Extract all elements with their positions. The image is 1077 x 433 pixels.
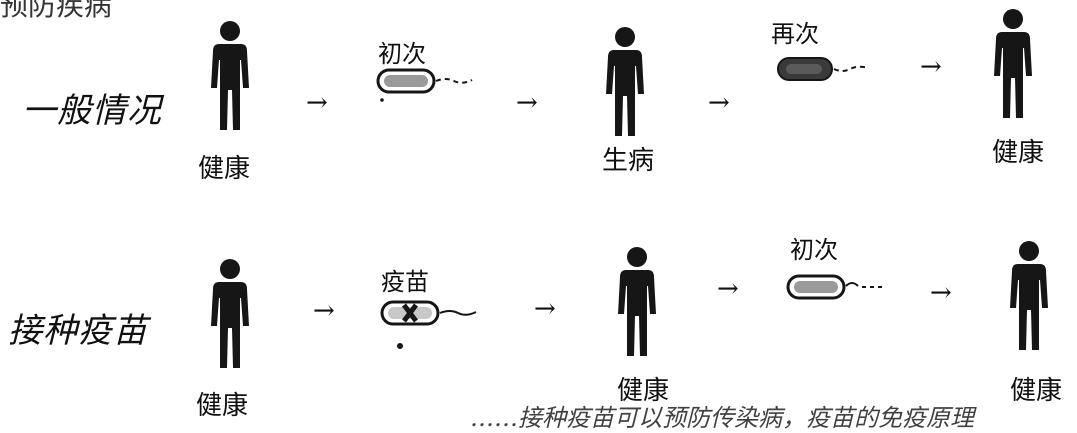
person-caption: 健康 xyxy=(617,376,670,406)
person-caption: 健康 xyxy=(992,138,1045,168)
row-label-general: 一般情况 xyxy=(22,91,162,131)
person-caption: 健康 xyxy=(196,391,249,421)
arrow-icon: → xyxy=(717,274,739,304)
row-label-vaccine: 接种疫苗 xyxy=(8,311,148,351)
person-healthy-icon xyxy=(205,258,255,370)
vaccine-caption: 疫苗 xyxy=(381,268,429,296)
arrow-icon: → xyxy=(920,52,942,82)
bottom-text-fragment: ……接种疫苗可以预防传染病，疫苗的免疫原理 xyxy=(470,404,974,432)
microbe-first-icon xyxy=(786,270,896,310)
microbe-caption: 再次 xyxy=(771,20,819,48)
arrow-icon: → xyxy=(708,88,730,118)
top-text-fragment: 预防疾病 xyxy=(0,0,113,22)
arrow-icon: → xyxy=(306,88,328,118)
person-sick-icon xyxy=(600,26,650,138)
microbe-caption: 初次 xyxy=(378,40,426,68)
person-healthy-icon xyxy=(1004,240,1054,352)
microbe-caption: 初次 xyxy=(790,236,838,264)
person-caption: 健康 xyxy=(1010,376,1063,406)
person-healthy-icon xyxy=(988,8,1038,120)
person-healthy-icon xyxy=(612,246,662,358)
vaccine-microbe-icon xyxy=(380,296,490,360)
arrow-icon: → xyxy=(313,296,335,326)
person-healthy-icon xyxy=(205,20,255,132)
microbe-first-icon xyxy=(376,64,486,108)
arrow-icon: → xyxy=(930,278,952,308)
person-caption: 健康 xyxy=(198,154,251,184)
arrow-icon: → xyxy=(516,88,538,118)
arrow-icon: → xyxy=(534,294,556,324)
microbe-second-icon xyxy=(776,52,886,92)
person-caption: 生病 xyxy=(602,146,655,176)
